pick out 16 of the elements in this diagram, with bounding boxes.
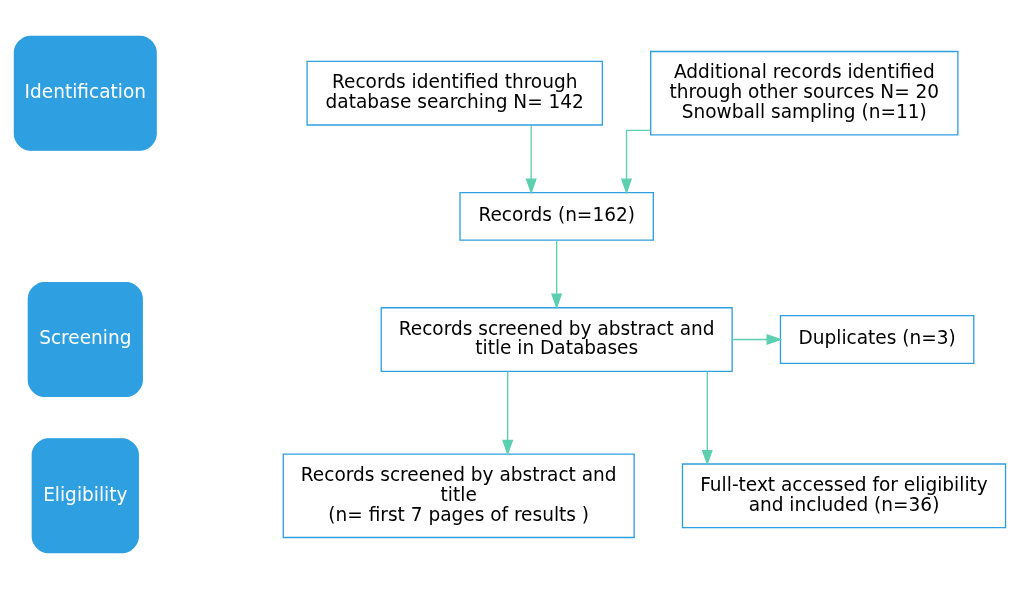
node-box: Records identified through database searching N= 142 — [305, 60, 603, 126]
node-box: Screening — [27, 281, 143, 398]
arrow — [731, 333, 782, 346]
arrow — [620, 129, 651, 195]
node-box: Records (n=162) — [458, 191, 654, 241]
node-box: Eligibility — [31, 438, 139, 554]
node-box: Identification — [13, 35, 157, 151]
arrow — [550, 240, 562, 310]
node-box: Duplicates (n=3) — [779, 315, 974, 364]
arrow — [525, 124, 537, 195]
arrow — [501, 370, 513, 456]
node-box: Records screened by abstract and title (n= first 7 pages of results ) — [282, 453, 635, 539]
arrow — [701, 370, 713, 466]
node-box: Records screened by abstract and title in Databases — [380, 307, 733, 372]
node-box: Full-text accessed for eligibility and included (n=36) — [681, 463, 1006, 529]
node-box: Additional records identified through other sources N= 20 Snowball sampling (n=11) — [649, 50, 959, 136]
